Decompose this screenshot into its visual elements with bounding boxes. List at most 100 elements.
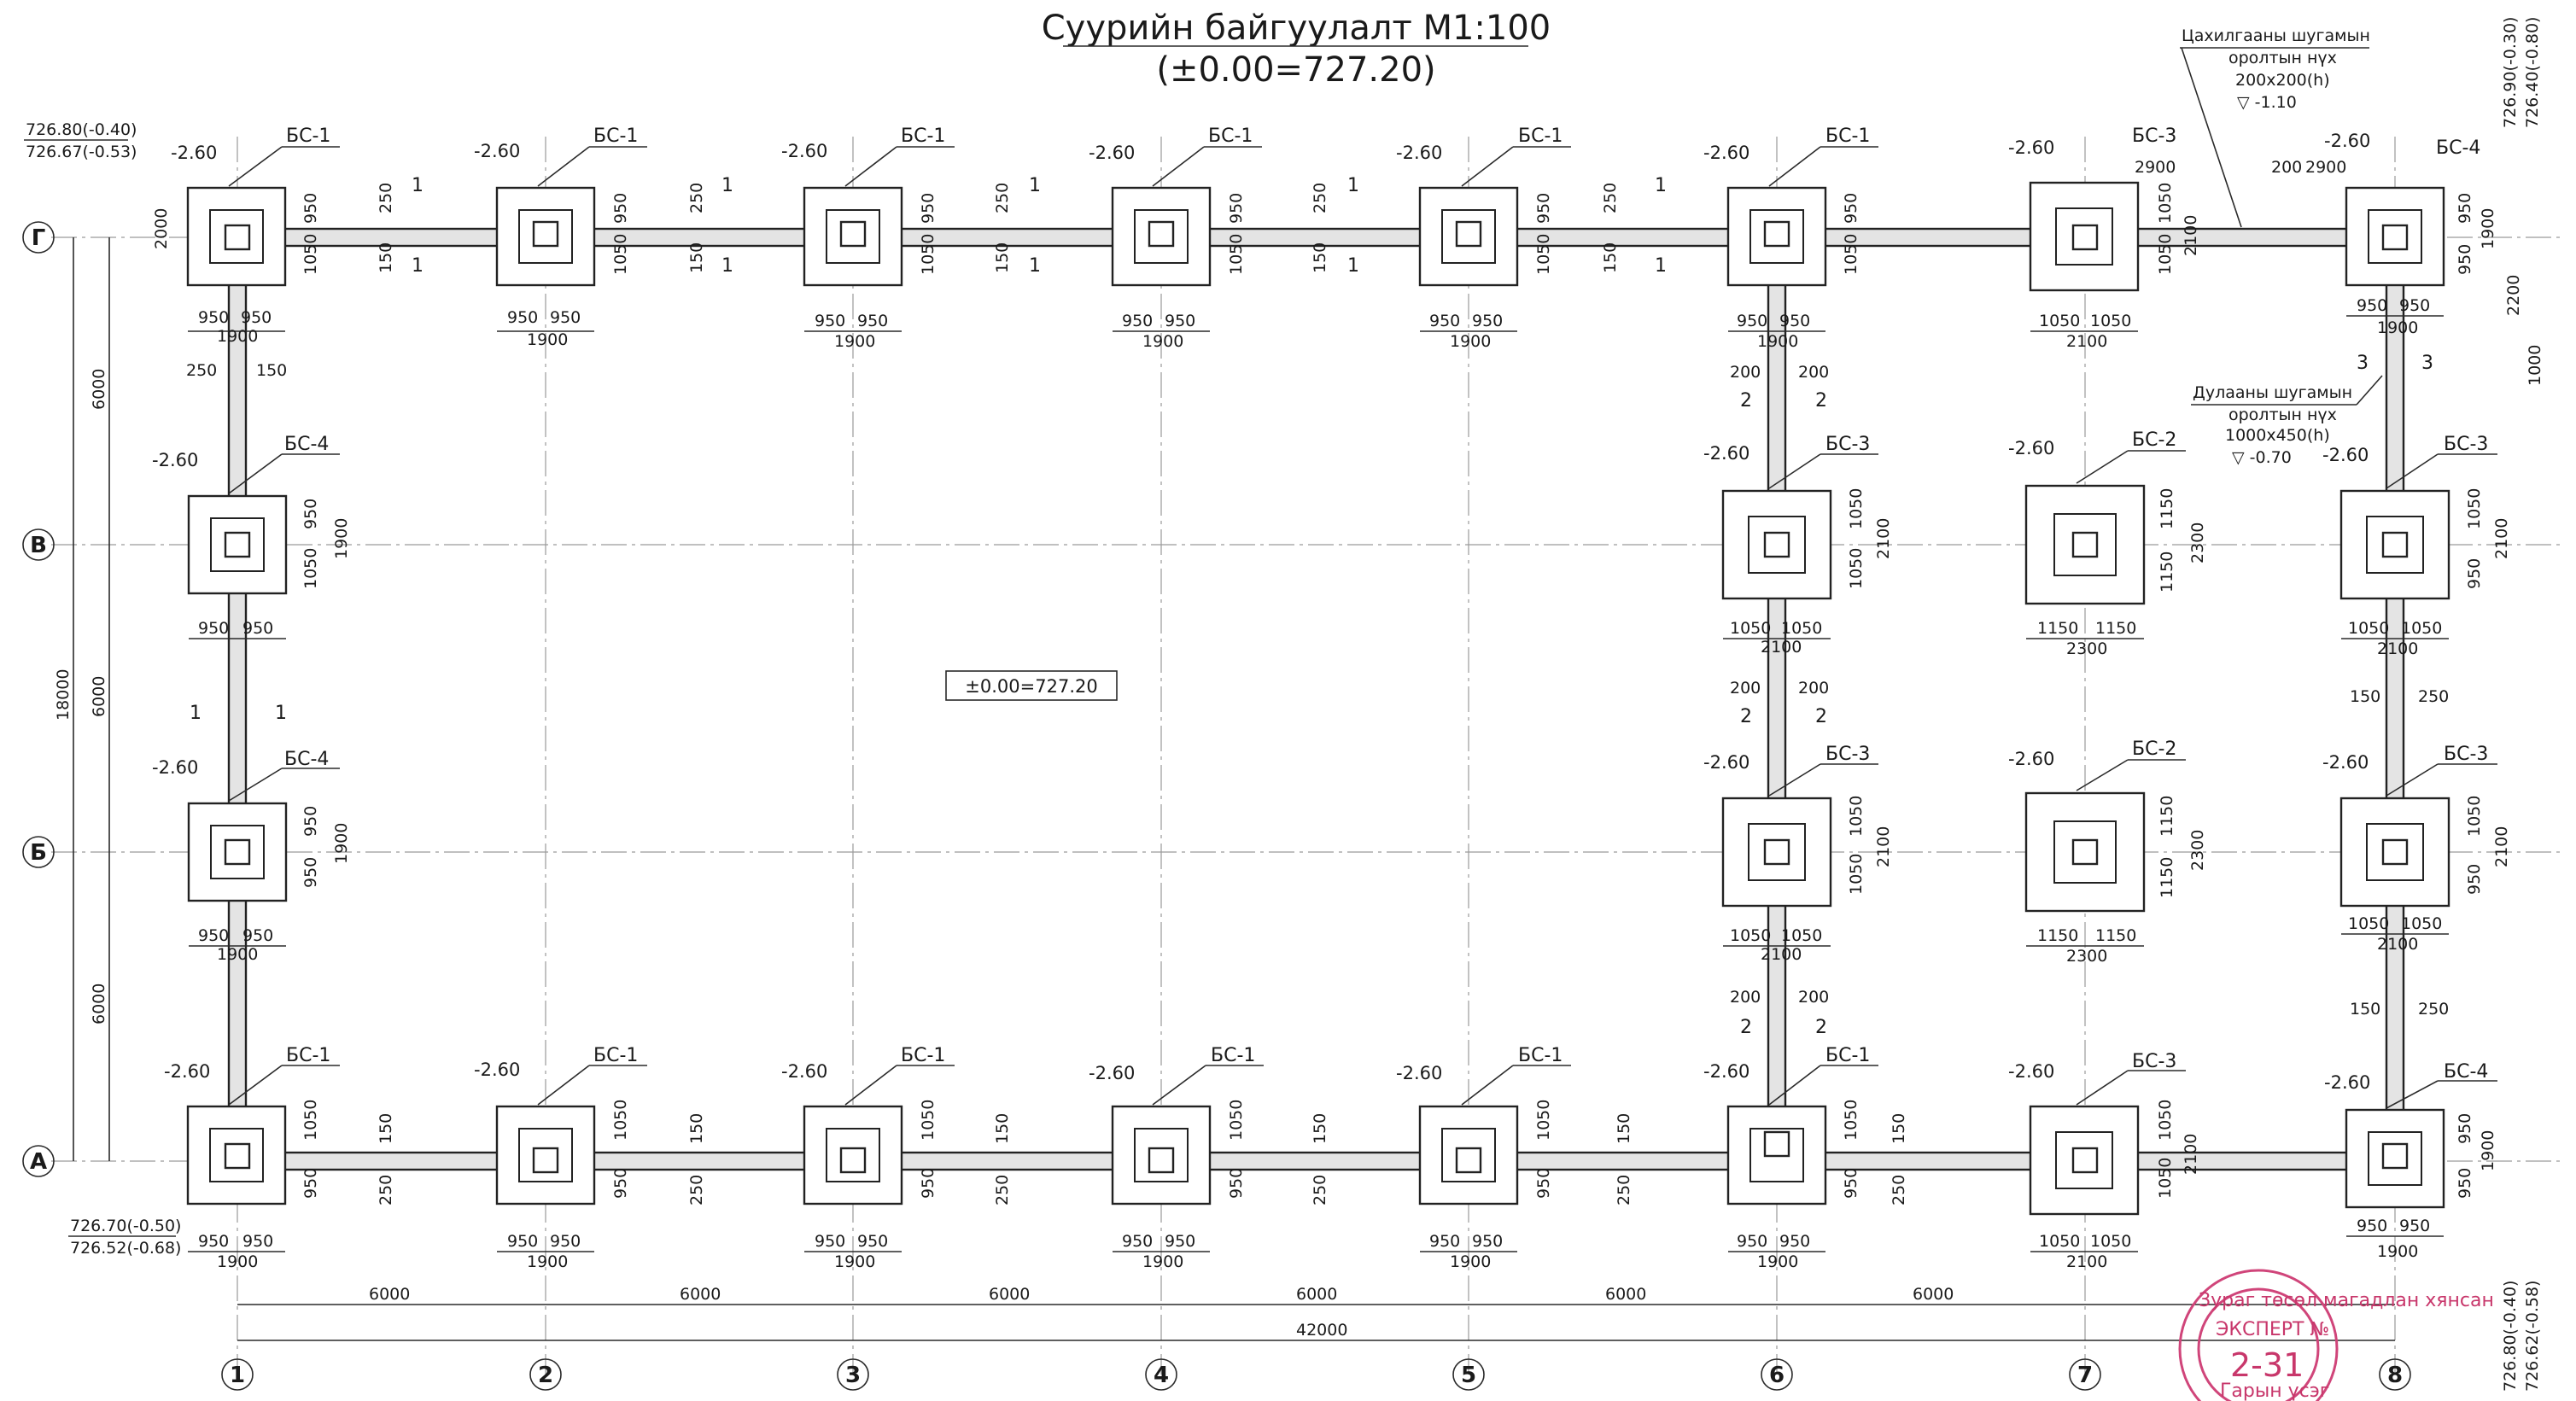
svg-text:1: 1 xyxy=(1655,255,1667,277)
svg-text:1050: 1050 xyxy=(301,1100,320,1141)
svg-text:1900: 1900 xyxy=(217,1252,258,1271)
footing-a4 xyxy=(1111,1105,1212,1205)
mark-b8: БС-3 xyxy=(2444,744,2488,765)
dim-span-v-b: 6000 xyxy=(90,676,108,717)
footing-g7 xyxy=(2029,181,2140,292)
depth-a8: -2.60 xyxy=(2324,1072,2370,1093)
svg-text:200: 200 xyxy=(1730,679,1761,698)
approval-stamp: Зураг төсөл магадлан хянсан ЭКСПЕРТ № 2-… xyxy=(2178,1269,2494,1401)
svg-text:950: 950 xyxy=(507,308,538,327)
svg-text:2900: 2900 xyxy=(2135,158,2176,177)
drawing-title: Суурийн байгуулалт М1:100 xyxy=(1042,9,1551,48)
axis-x-4: 4 xyxy=(1154,1363,1169,1388)
corner-levels: 726.80(-0.40) 726.67(-0.53) 726.70(-0.50… xyxy=(24,17,2542,1392)
mark-b6: БС-3 xyxy=(1825,744,1870,765)
svg-text:950: 950 xyxy=(611,193,630,224)
svg-text:950: 950 xyxy=(242,1232,273,1251)
depth-a2: -2.60 xyxy=(474,1060,520,1080)
level-tl-2: 726.67(-0.53) xyxy=(26,143,137,161)
svg-text:150: 150 xyxy=(993,242,1012,273)
svg-text:1900: 1900 xyxy=(217,945,258,964)
svg-text:2300: 2300 xyxy=(2066,639,2107,658)
svg-text:1050: 1050 xyxy=(1781,619,1822,638)
depth-b8: -2.60 xyxy=(2322,752,2369,773)
svg-text:950: 950 xyxy=(301,193,320,224)
svg-text:1050: 1050 xyxy=(919,1100,938,1141)
footing-v1 xyxy=(187,494,288,595)
level-tl-1: 726.80(-0.40) xyxy=(26,120,137,139)
svg-text:1900: 1900 xyxy=(1450,1252,1491,1271)
footing-g1 xyxy=(186,186,287,287)
svg-text:150: 150 xyxy=(687,242,706,273)
svg-text:250: 250 xyxy=(687,1175,706,1205)
svg-text:950: 950 xyxy=(919,1168,938,1199)
axis-y-g: Г xyxy=(32,225,46,251)
mark-a3: БС-1 xyxy=(901,1045,945,1066)
note-heat-4: ▽ -0.70 xyxy=(2232,448,2292,467)
level-bl-1: 726.70(-0.50) xyxy=(70,1217,181,1235)
svg-text:2100: 2100 xyxy=(2066,332,2107,351)
svg-text:950: 950 xyxy=(2465,864,2484,895)
svg-text:950: 950 xyxy=(1122,1232,1153,1251)
mark-g7: БС-3 xyxy=(2132,126,2176,147)
svg-text:1150: 1150 xyxy=(2095,619,2136,638)
svg-text:1: 1 xyxy=(190,703,202,724)
level-br-2: 726.62(-0.58) xyxy=(2523,1281,2542,1392)
note-water-2: оролтын нүх xyxy=(2228,49,2337,67)
svg-text:200: 200 xyxy=(1730,988,1761,1007)
svg-text:1900: 1900 xyxy=(834,1252,875,1271)
svg-text:1050: 1050 xyxy=(2401,914,2442,933)
svg-text:1900: 1900 xyxy=(2479,208,2497,249)
svg-text:200: 200 xyxy=(1798,679,1829,698)
dim-total-x: 42000 xyxy=(1296,1321,1347,1340)
svg-text:1050: 1050 xyxy=(919,234,938,275)
svg-text:950: 950 xyxy=(1165,312,1195,330)
footing-b7 xyxy=(2024,791,2146,913)
mark-g3: БС-1 xyxy=(901,126,945,147)
opening-notes: Цахилгааны шугамын оролтын нүх 200x200(h… xyxy=(2180,26,2383,467)
svg-text:150: 150 xyxy=(1601,242,1620,273)
svg-text:950: 950 xyxy=(1429,312,1460,330)
svg-text:2: 2 xyxy=(1740,1017,1752,1038)
axis-x-1: 1 xyxy=(230,1363,245,1388)
depth-b1: -2.60 xyxy=(152,757,198,778)
svg-text:1050: 1050 xyxy=(1847,854,1866,895)
svg-text:1900: 1900 xyxy=(1142,332,1183,351)
svg-text:1900: 1900 xyxy=(1142,1252,1183,1271)
svg-text:1: 1 xyxy=(1029,175,1041,196)
depth-a4: -2.60 xyxy=(1089,1063,1135,1083)
svg-text:950: 950 xyxy=(611,1168,630,1199)
svg-text:2100: 2100 xyxy=(1874,518,1893,559)
svg-text:1900: 1900 xyxy=(527,330,568,349)
svg-text:1000: 1000 xyxy=(2526,345,2544,386)
svg-text:1: 1 xyxy=(1347,175,1359,196)
svg-text:1150: 1150 xyxy=(2095,926,2136,945)
svg-text:2100: 2100 xyxy=(1761,638,1802,657)
svg-text:950: 950 xyxy=(1227,1168,1246,1199)
svg-text:150: 150 xyxy=(377,1113,395,1144)
level-tr-2: 726.40(-0.80) xyxy=(2523,17,2542,128)
svg-text:1050: 1050 xyxy=(1730,926,1771,945)
footing-a8 xyxy=(2345,1108,2445,1209)
mark-g8: БС-4 xyxy=(2436,137,2480,159)
svg-text:950: 950 xyxy=(1534,1168,1553,1199)
dim-span-5-6: 6000 xyxy=(1605,1285,1646,1304)
svg-text:950: 950 xyxy=(507,1232,538,1251)
svg-text:950: 950 xyxy=(1165,1232,1195,1251)
depth-g8: -2.60 xyxy=(2324,131,2370,151)
depth-g3: -2.60 xyxy=(781,141,827,161)
depth-a5: -2.60 xyxy=(1396,1063,1442,1083)
depth-g7: -2.60 xyxy=(2008,137,2054,158)
svg-text:200: 200 xyxy=(1798,988,1829,1007)
svg-text:950: 950 xyxy=(815,312,845,330)
mark-a8: БС-4 xyxy=(2444,1061,2488,1083)
svg-text:1900: 1900 xyxy=(2377,318,2418,337)
svg-text:1050: 1050 xyxy=(2348,914,2389,933)
svg-text:950: 950 xyxy=(242,619,273,638)
svg-text:250: 250 xyxy=(1615,1175,1633,1205)
svg-text:250: 250 xyxy=(993,183,1012,213)
svg-text:1050: 1050 xyxy=(2156,1158,2175,1199)
svg-text:950: 950 xyxy=(1842,193,1860,224)
svg-text:950: 950 xyxy=(198,308,229,327)
axis-markers-x: 1 2 3 4 5 6 7 8 xyxy=(221,1358,2411,1391)
